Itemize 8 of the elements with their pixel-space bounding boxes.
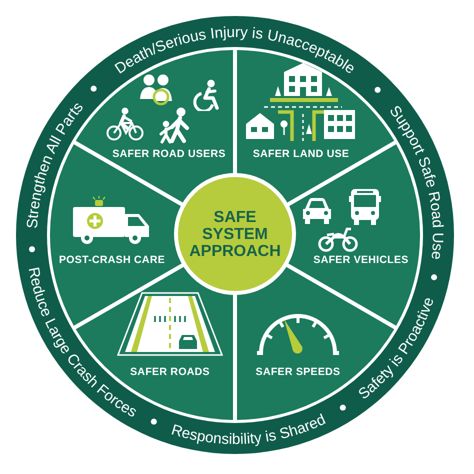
segment-label: SAFER SPEEDS	[256, 366, 340, 378]
segment-label: SAFER VEHICLES	[313, 254, 409, 266]
center-title: SAFE SYSTEM APPROACH	[189, 208, 281, 260]
principle-text: Responsibility is Shared	[169, 411, 328, 448]
segment-label: POST-CRASH CARE	[59, 254, 165, 266]
segment-label: SAFER ROAD USERS	[112, 148, 226, 160]
segment-label: SAFER LAND USE	[252, 148, 350, 160]
segment-label: SAFER ROADS	[130, 366, 210, 378]
